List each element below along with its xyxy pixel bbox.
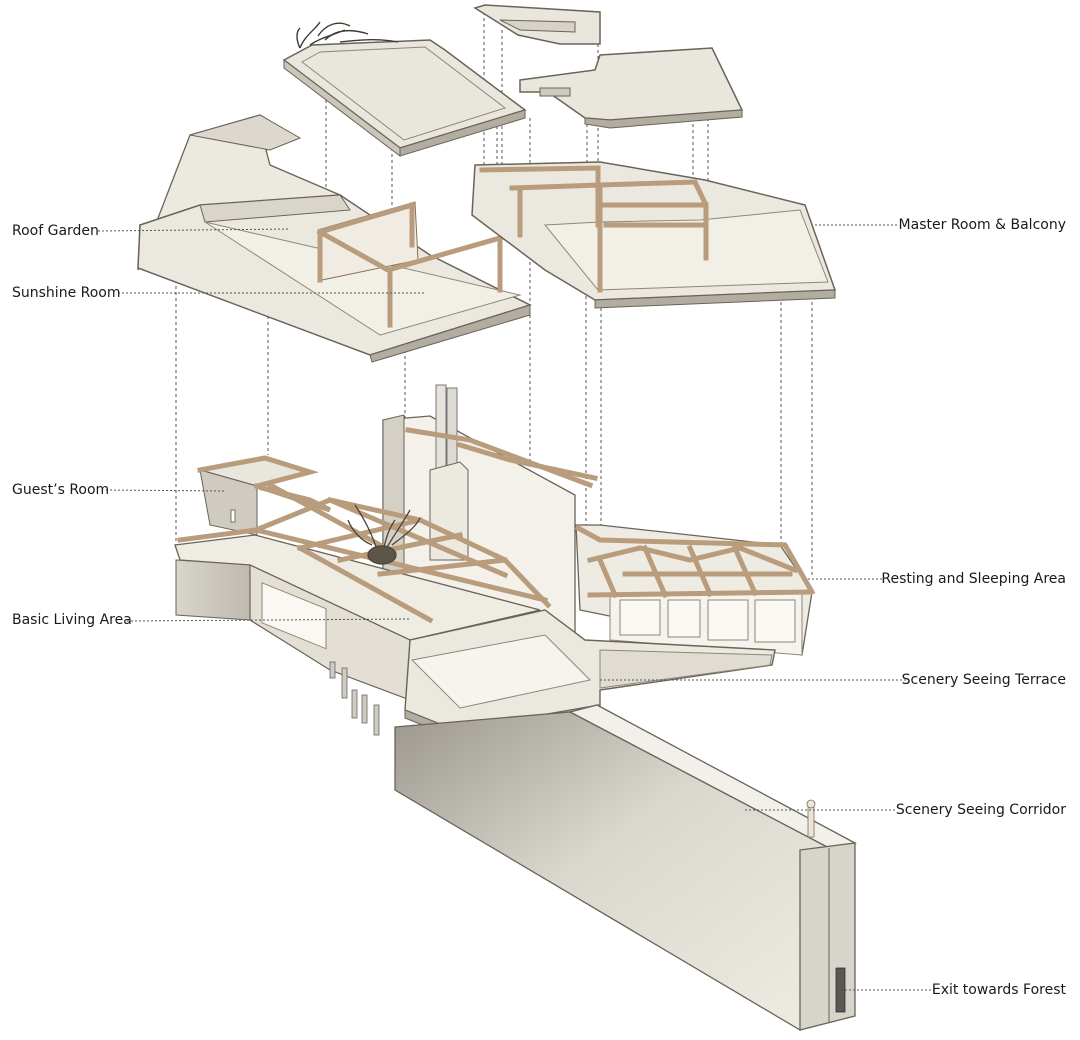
upper-right-level [471,161,837,309]
leader-lines [97,224,934,991]
label-scenery-seeing-terrace: Scenery Seeing Terrace [901,672,1066,688]
label-master-room-balcony: Master Room & Balcony [898,217,1066,233]
label-exit-towards-forest: Exit towards Forest [931,982,1066,998]
main-level [174,384,816,739]
roof-slab-right [519,47,744,129]
upper-left-level [137,114,532,363]
label-guests-room: Guest’s Room [12,482,110,498]
label-scenery-seeing-corridor: Scenery Seeing Corridor [895,802,1066,818]
label-sunshine-room: Sunshine Room [12,285,121,301]
scenery-corridor [394,704,857,1032]
label-resting-sleeping-area: Resting and Sleeping Area [881,571,1066,587]
roof-slab-left [282,39,527,158]
tree-sculpture-top [296,21,399,49]
tree-sculpture-main [347,504,421,565]
label-roof-garden: Roof Garden [12,223,99,239]
roof-slab-right-small [473,4,601,45]
label-basic-living-area: Basic Living Area [12,612,132,628]
